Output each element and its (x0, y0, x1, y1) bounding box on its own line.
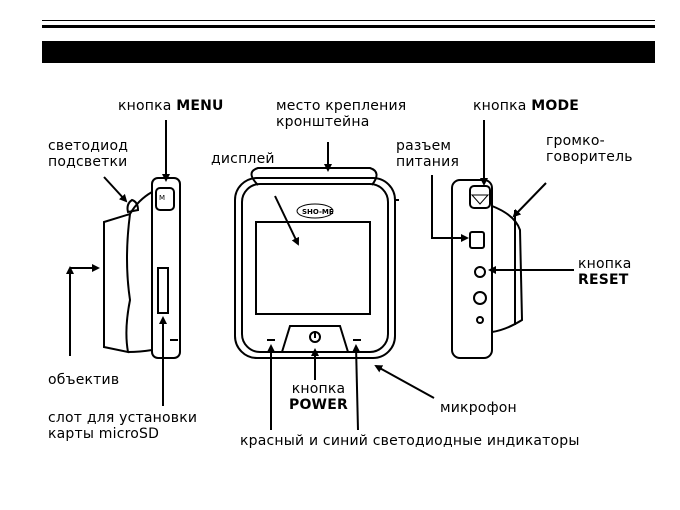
lens-label: объектив (48, 372, 120, 388)
right-side-view (451, 179, 524, 359)
backlight-led-label: светодиод подсветки (48, 138, 128, 170)
speaker-label: громко- говоритель (546, 133, 633, 165)
slot-line1: слот для установки (48, 410, 198, 426)
indicators-label: красный и синий светодиодные индикаторы (240, 433, 580, 449)
mode-prefix: кнопка (473, 98, 527, 114)
mode-button-label: кнопка MODE (473, 98, 579, 114)
brand-logo-text: SHO-ME (302, 208, 334, 216)
display-label: дисплей (211, 151, 275, 167)
left-side-view (103, 177, 181, 359)
menu-prefix: кнопка (118, 98, 172, 114)
power-jack-line2: питания (396, 154, 460, 170)
slot-line2: карты microSD (48, 426, 160, 442)
brand-logo (296, 203, 334, 219)
power-jack-line1: разъем (396, 138, 452, 154)
microsd-slot-label: слот для установки карты microSD (48, 410, 197, 442)
header-band (42, 41, 655, 63)
mount-label: место крепления кронштейна (276, 98, 406, 130)
top-rule-thick (42, 25, 655, 28)
m-key-glyph: M (159, 194, 165, 202)
led-line1: светодиод (48, 138, 129, 154)
led-line2: подсветки (48, 154, 128, 170)
mount-line1: место крепления (276, 98, 407, 114)
top-rule-thin (42, 20, 655, 21)
mount-line2: кронштейна (276, 114, 370, 130)
reset-line1: кнопка (578, 256, 632, 272)
front-view (234, 167, 399, 359)
power-line1: кнопка (291, 381, 346, 397)
menu-key: MENU (176, 98, 224, 114)
speaker-line2: говоритель (546, 149, 633, 165)
microphone-label: микрофон (440, 400, 517, 416)
mode-key: MODE (531, 98, 580, 114)
speaker-line1: громко- (546, 133, 605, 149)
reset-label: кнопка RESET (578, 256, 632, 288)
power-line2: POWER (289, 397, 348, 413)
reset-line2: RESET (578, 272, 629, 288)
power-button-label: кнопка POWER (289, 381, 348, 413)
menu-button-label: кнопка MENU (118, 98, 224, 114)
power-jack-label: разъем питания (396, 138, 459, 170)
